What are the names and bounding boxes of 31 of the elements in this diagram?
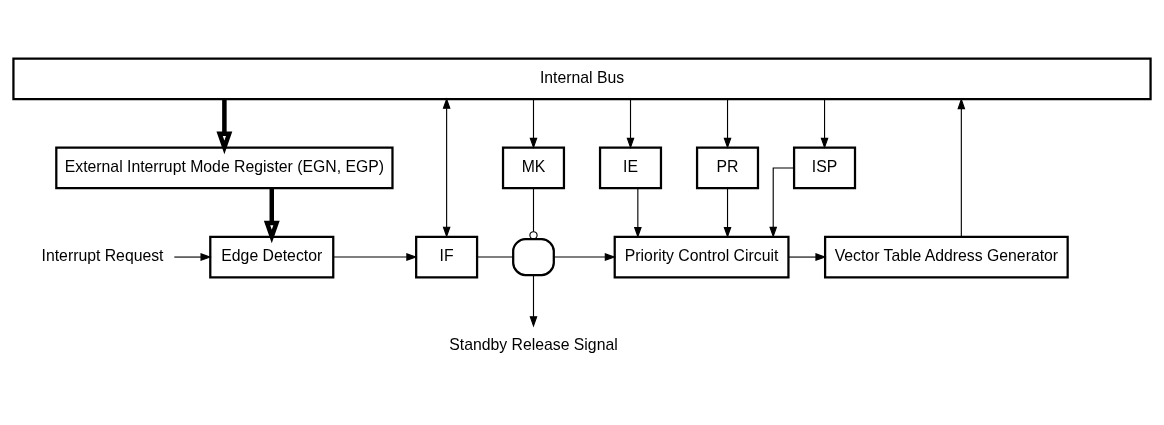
node-box: Priority Control Circuit xyxy=(613,235,790,279)
arrow xyxy=(957,97,966,238)
arrow xyxy=(216,99,233,155)
node-box: IF xyxy=(415,235,479,279)
arrow xyxy=(332,253,418,261)
node-box: IE xyxy=(598,146,663,190)
node-box: Vector Table Address Generator xyxy=(824,235,1069,279)
arrow xyxy=(633,188,642,239)
node-box: MK xyxy=(501,146,566,190)
arrow xyxy=(529,98,538,150)
arrow xyxy=(723,188,732,239)
arrow xyxy=(553,253,617,261)
connector xyxy=(476,256,514,258)
arrow xyxy=(529,274,538,328)
connector xyxy=(529,188,538,240)
arrow xyxy=(769,167,795,239)
node-text: Standby Release Signal xyxy=(449,336,618,354)
node-text: Interrupt Request xyxy=(41,247,164,265)
node-gate xyxy=(512,237,555,277)
node-box: External Interrupt Mode Register (EGN, EGP) xyxy=(55,146,394,190)
node-box: PR xyxy=(695,146,760,190)
arrow xyxy=(820,98,829,150)
arrow xyxy=(263,188,280,244)
arrow xyxy=(626,98,635,150)
node-box: Internal Bus xyxy=(12,57,1152,101)
arrow xyxy=(788,253,827,261)
arrow xyxy=(442,97,451,238)
node-box: ISP xyxy=(792,146,857,190)
node-box: Edge Detector xyxy=(209,235,335,279)
arrow xyxy=(173,253,212,261)
arrow xyxy=(723,98,732,150)
